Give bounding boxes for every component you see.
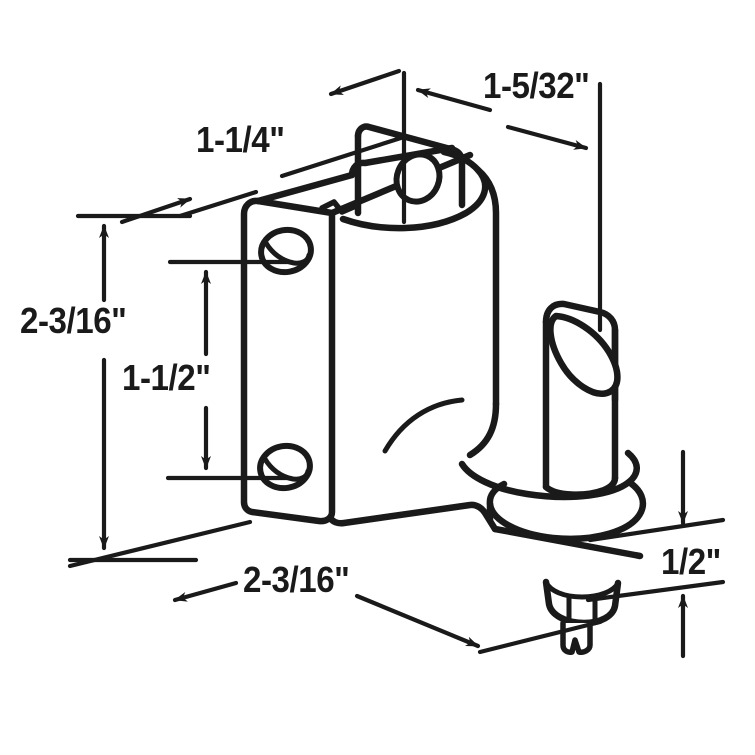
extline-top-left-a — [177, 189, 259, 219]
arrow-top-right-left — [415, 87, 493, 113]
extline-bottom-left — [67, 519, 253, 569]
arrow-top-left-left-side — [119, 196, 193, 225]
dimline-top-right — [401, 70, 603, 333]
dimline-right — [585, 449, 726, 659]
base-bottom-edge — [491, 525, 644, 560]
bottom-fastener — [542, 578, 622, 655]
mounting-plate-face — [240, 197, 336, 525]
arrow-top-left-right-side — [328, 68, 402, 97]
hex-nut-top-edge — [543, 579, 621, 600]
screw-hole-lower-inner — [262, 456, 311, 482]
cylindrical-post — [542, 300, 621, 498]
screw-hole-upper-inner — [263, 240, 312, 266]
extline-bottom-right — [477, 619, 603, 655]
hex-nut-body — [542, 578, 622, 627]
arrow-top-right-right — [505, 124, 589, 151]
body-right-outer-edge — [474, 166, 500, 408]
body-lower-left-edge — [326, 214, 499, 533]
dimension-label-top-left: 1-1/4" — [196, 119, 285, 160]
body-right-curve — [466, 400, 500, 459]
extline-right-top — [587, 517, 726, 543]
plate-top-notch — [319, 199, 359, 215]
post-bottom-ellipse — [542, 474, 619, 498]
extline-top-left-b — [279, 134, 407, 179]
dimension-label-left-inner: 1-1/2" — [122, 357, 211, 398]
dimension-label-left-outer: 2-3/16" — [20, 300, 127, 341]
dimline-top-left — [119, 68, 407, 225]
dimension-label-top-right: 1-5/32" — [483, 65, 590, 106]
body-top-ellipse — [339, 148, 489, 232]
dimension-lines — [67, 68, 726, 659]
pivot-hole-top-tab — [393, 151, 443, 205]
extline-right-bottom — [585, 579, 726, 603]
dimension-label-right: 1/2" — [661, 541, 721, 582]
dimension-label-bottom: 2-3/16" — [243, 559, 350, 600]
body-top-rear — [348, 144, 456, 179]
arrow-bottom-left — [172, 580, 239, 603]
post-angled-cut-opening — [547, 312, 621, 397]
dimline-bottom — [67, 519, 603, 655]
arrow-bottom-right — [354, 593, 481, 649]
body-inner-curve — [382, 397, 465, 454]
plate-top-back-edge — [254, 171, 356, 205]
dimline-left-inner — [165, 259, 293, 481]
